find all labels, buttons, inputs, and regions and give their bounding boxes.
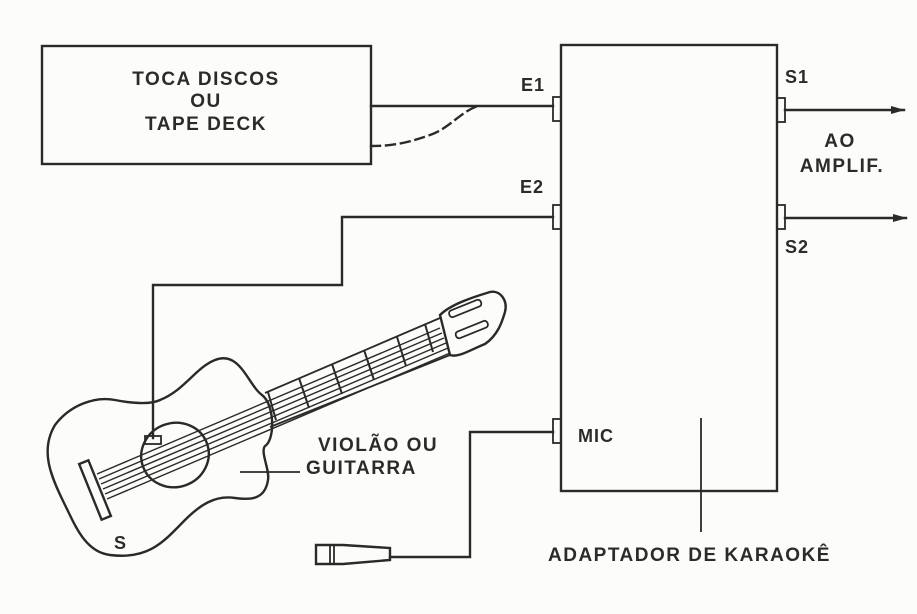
source-device-label-line-1: TOCA DISCOS [132, 69, 279, 90]
adapter-box [559, 43, 779, 493]
guitar-tuner-slot-2 [454, 319, 489, 340]
guitar-icon: S [46, 290, 507, 557]
guitar-neck-top [264, 317, 441, 394]
port-label-e1: E1 [521, 75, 545, 95]
source-device-label-line-2: OU [190, 91, 222, 112]
guitar-body [46, 357, 274, 557]
jack-e1 [552, 96, 562, 122]
port-label-e2: E2 [520, 177, 544, 197]
guitar-headstock [438, 290, 507, 357]
cable-guitar-to-e2 [151, 215, 555, 440]
adapter-label: ADAPTADOR DE KARAOKÊ [548, 544, 831, 566]
guitar-pickup [144, 435, 162, 445]
output-destination-line-2: AMPLIF. [800, 156, 884, 177]
guitar-strings [96, 327, 451, 500]
guitar-label-line-2: GUITARRA [306, 458, 417, 479]
microphone-icon [314, 543, 392, 566]
port-label-mic: MIC [578, 426, 614, 446]
cable-mic-to-adapter [388, 430, 555, 559]
guitar-neck-bottom [269, 354, 451, 428]
adapter-block: E1 E2 MIC S1 S2 ADAPTADOR DE KARAOKÊ [520, 43, 831, 566]
port-label-s1: S1 [785, 67, 809, 87]
port-label-s2: S2 [785, 237, 809, 257]
guitar-frets [267, 323, 434, 421]
guitar-sound-hole [140, 421, 210, 489]
guitar-pickup-label: S [114, 533, 127, 553]
source-device-label-line-3: TAPE DECK [145, 114, 267, 135]
output-destination-line-1: AO [824, 131, 856, 152]
source-device-block: TOCA DISCOS OU TAPE DECK [40, 44, 373, 166]
guitar-bridge [77, 458, 113, 522]
cable-source-to-e1-dashed [369, 104, 480, 148]
microphone-body [314, 543, 392, 566]
guitar-tuner-slot-1 [448, 298, 483, 319]
guitar-label-line-1: VIOLÃO OU [318, 434, 438, 456]
